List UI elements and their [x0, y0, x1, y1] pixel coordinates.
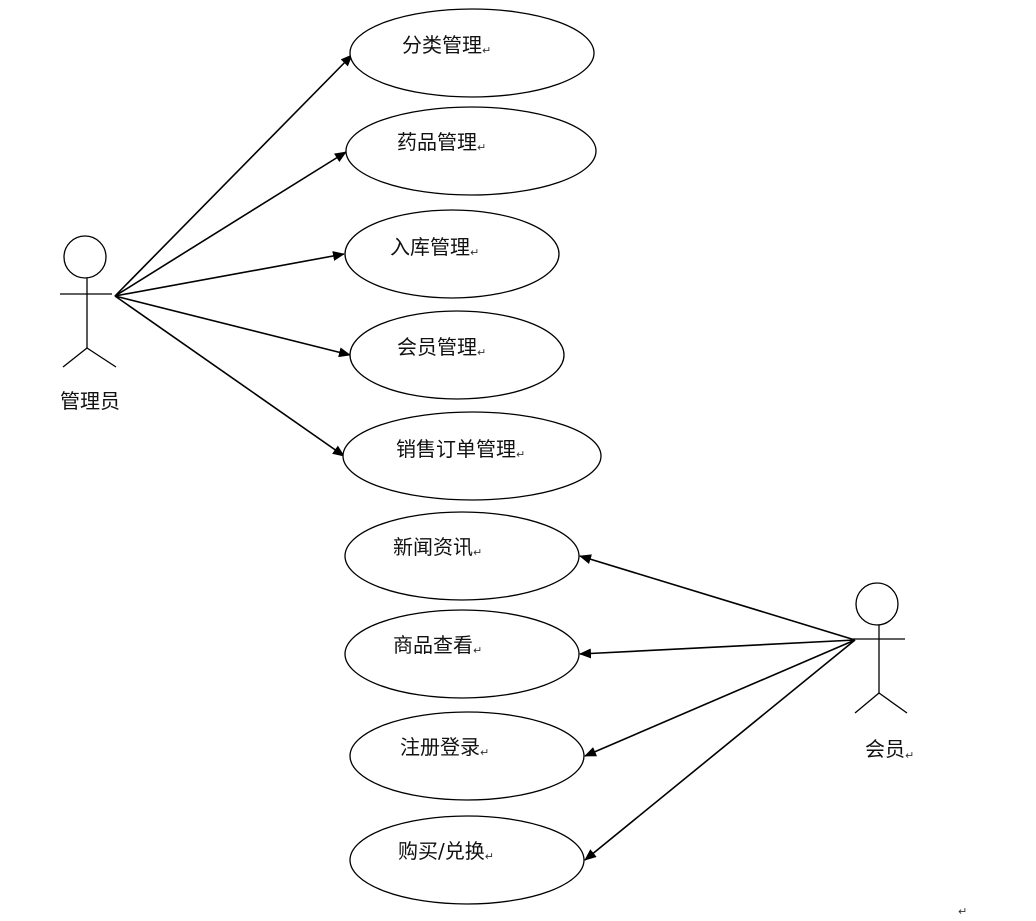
use-case-product-view: 商品查看↵	[344, 609, 580, 699]
use-case-member-mgmt: 会员管理↵	[349, 310, 565, 400]
actor-member-leg-right	[878, 692, 908, 714]
use-case-sales-order-label: 销售订单管理↵	[396, 437, 525, 461]
use-case-stock-in: 入库管理↵	[344, 209, 560, 299]
actor-member-leg-left	[854, 692, 880, 714]
use-case-product-view-label: 商品查看↵	[393, 633, 482, 657]
use-case-purchase-exchange-ellipse	[349, 815, 585, 905]
use-case-sales-order: 销售订单管理↵	[342, 411, 602, 501]
use-case-register-login-label: 注册登录↵	[400, 735, 489, 759]
assoc-admin-sales-order	[114, 295, 345, 457]
use-case-stock-in-label: 入库管理↵	[390, 235, 479, 259]
assoc-admin-medicine	[114, 151, 347, 297]
use-case-stock-in-ellipse	[344, 209, 560, 299]
actor-admin-label: 管理员	[60, 389, 120, 413]
assoc-member-product-view	[579, 639, 856, 659]
use-case-medicine-label: 药品管理↵	[397, 130, 486, 154]
member-associations	[579, 554, 856, 861]
use-case-news: 新闻资讯↵	[344, 511, 580, 601]
use-case-news-label: 新闻资讯↵	[393, 535, 482, 559]
actor-member: 会员↵	[853, 582, 914, 762]
use-case-news-ellipse	[344, 511, 580, 601]
use-case-member-mgmt-label: 会员管理↵	[397, 335, 486, 359]
use-case-purchase-exchange-label: 购买/兑换↵	[398, 839, 494, 863]
assoc-admin-member-mgmt	[114, 295, 351, 358]
assoc-member-news	[579, 554, 856, 641]
use-case-category: 分类管理↵	[349, 8, 595, 98]
actor-admin-leg-right	[86, 347, 117, 368]
paragraph-mark: ↵	[958, 905, 967, 918]
use-case-member-mgmt-ellipse	[349, 310, 565, 400]
actor-admin-leg-left	[62, 347, 88, 368]
use-case-product-view-ellipse	[344, 609, 580, 699]
assoc-admin-stock-in	[114, 251, 345, 297]
use-case-sales-order-ellipse	[342, 411, 602, 501]
assoc-member-register-login	[584, 639, 856, 757]
use-case-purchase-exchange: 购买/兑换↵	[349, 815, 585, 905]
use-case-register-login-ellipse	[349, 711, 585, 801]
actor-admin-head	[63, 235, 107, 279]
actor-member-label: 会员↵	[865, 737, 914, 762]
use-case-medicine-ellipse	[345, 106, 597, 196]
use-case-register-login: 注册登录↵	[349, 711, 585, 801]
use-case-medicine: 药品管理↵	[345, 106, 597, 196]
actor-member-head	[855, 582, 899, 626]
use-case-category-label: 分类管理↵	[402, 33, 491, 57]
assoc-member-purchase-exchange	[584, 639, 856, 861]
actor-admin: 管理员	[60, 235, 120, 413]
assoc-admin-category	[114, 54, 353, 297]
use-case-category-ellipse	[349, 8, 595, 98]
admin-associations	[114, 54, 353, 457]
